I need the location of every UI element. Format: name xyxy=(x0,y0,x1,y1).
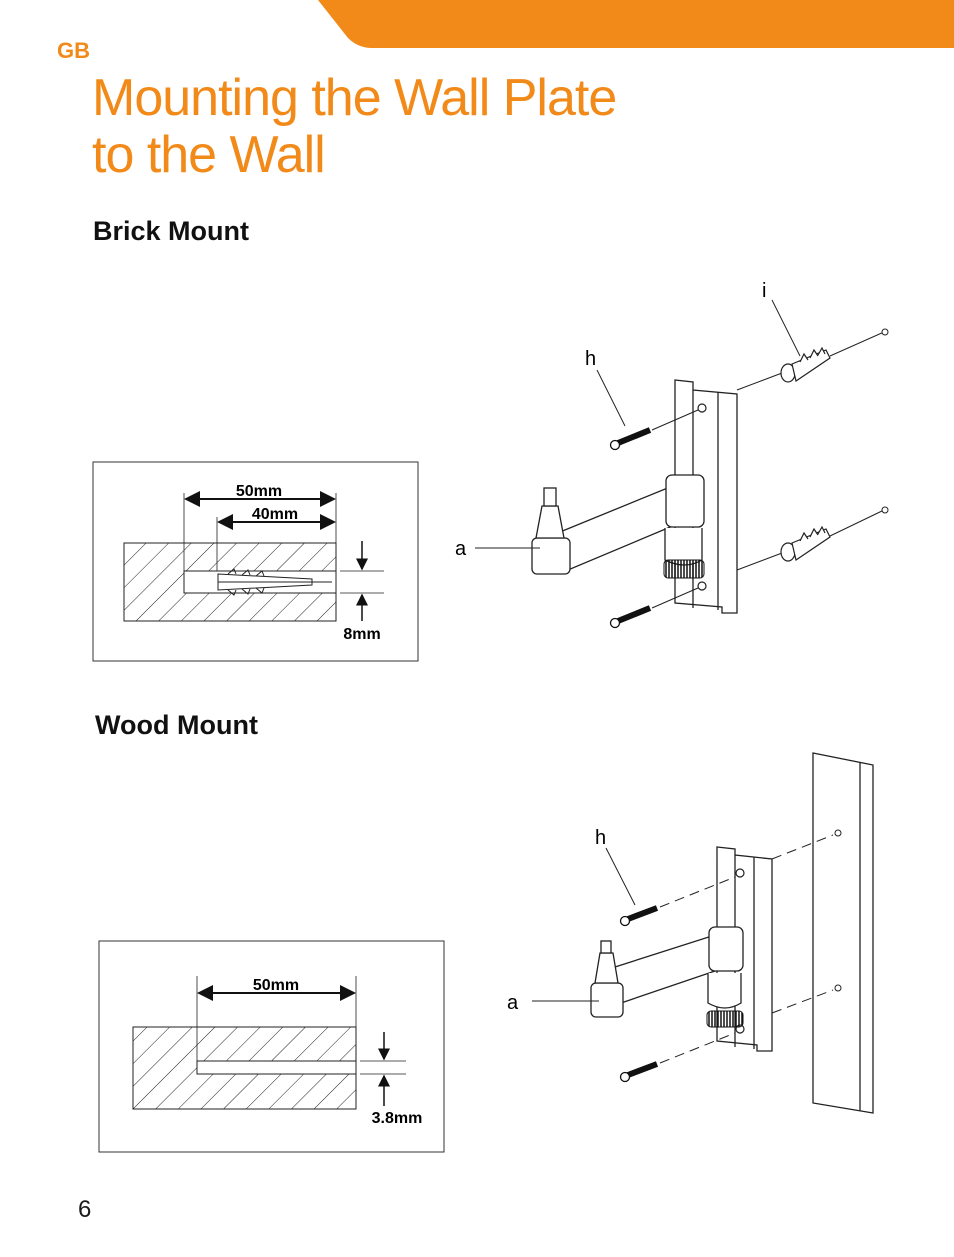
wood-screw-bottom xyxy=(619,1032,736,1083)
wall-plug-callout: i xyxy=(762,280,766,302)
wall-plug-top xyxy=(780,346,831,383)
language-code: GB xyxy=(57,38,90,63)
wood-mount-arm xyxy=(590,926,744,1018)
knurled-knob xyxy=(663,559,705,579)
total-depth-label: 50mm xyxy=(236,483,282,500)
page-title-line-1: Mounting the Wall Plate xyxy=(92,69,617,127)
wood-drill-hole xyxy=(196,1060,357,1075)
wall-plug-bottom xyxy=(780,525,831,562)
screw-bottom xyxy=(609,587,699,629)
wood-depth-label: 50mm xyxy=(253,977,299,994)
wall-hole-top-marker xyxy=(881,328,889,336)
wall-plug-section xyxy=(217,568,332,596)
page-title: Mounting the Wall Plate to the Wall xyxy=(92,69,617,184)
wood-hole-diameter-label: 3.8mm xyxy=(372,1110,423,1127)
wood-mount-heading: Wood Mount xyxy=(95,710,258,740)
hole-diameter-label: 8mm xyxy=(343,626,380,643)
stud-hole-bottom-marker xyxy=(834,984,842,992)
wall-hole-bottom-marker xyxy=(881,506,889,514)
brick-mount-heading: Brick Mount xyxy=(93,216,250,246)
wooden-stud xyxy=(812,752,874,1114)
page-number: 6 xyxy=(78,1196,92,1223)
mount-arm xyxy=(531,474,705,575)
wood-drill-diagram: 50mm 3.8mm xyxy=(98,940,445,1153)
plug-depth-label: 40mm xyxy=(252,506,298,523)
page-title-line-2: to the Wall xyxy=(92,126,326,184)
screw-top xyxy=(609,409,699,451)
brick-screw-callout: h xyxy=(585,348,596,370)
header-banner xyxy=(318,0,954,48)
wood-knurled-knob xyxy=(706,1010,744,1028)
brick-plate-callout: a xyxy=(455,538,467,560)
wood-plate-callout: a xyxy=(507,992,519,1014)
brick-drill-diagram: 50mm 40mm 8mm xyxy=(92,461,419,662)
stud-hole-top-marker xyxy=(834,829,842,837)
wood-screw-callout: h xyxy=(595,827,606,849)
wood-screw-top xyxy=(619,876,736,927)
wood-assembly-illustration: h a xyxy=(507,752,874,1114)
brick-assembly-illustration: h i a xyxy=(455,280,889,629)
